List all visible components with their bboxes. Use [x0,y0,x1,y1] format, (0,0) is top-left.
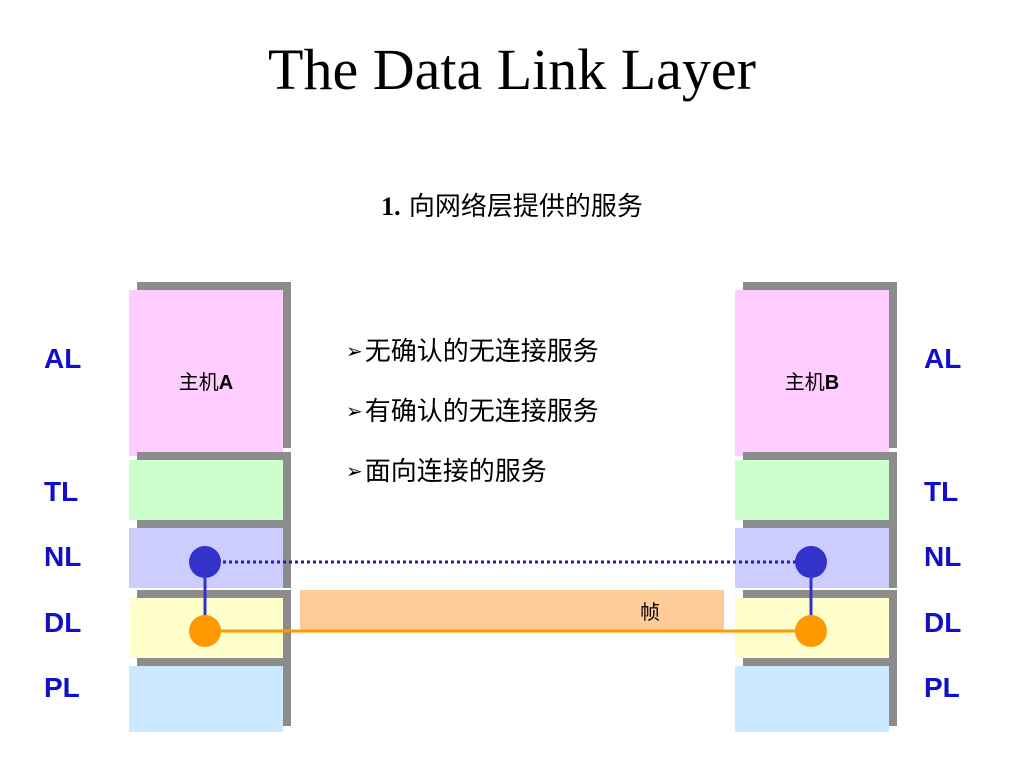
right-label-nl: NL [924,541,962,572]
host-b-letter: B [824,372,840,394]
host-a-prefix: 主机 [178,370,219,394]
service-item-unacknowledged-connectionless: ➢无确认的无连接服务 [346,332,599,392]
host-a-stack [129,282,291,732]
host-b-physical-layer [735,666,889,732]
bullet-arrow-icon: ➢ [346,339,363,363]
left-label-nl: NL [44,541,82,572]
section-number: 1. [381,192,401,221]
host-b-dl-node [795,615,827,647]
left-label-al: AL [44,343,82,374]
section-heading: 1. 向网络层提供的服务 [0,186,1024,223]
host-b-nl-node [795,546,827,578]
left-label-pl: PL [44,672,80,703]
section-title: 向网络层提供的服务 [400,192,643,222]
bullet-arrow-icon: ➢ [346,399,363,423]
host-b-label: 主机B [735,366,889,395]
host-a-letter: A [218,372,234,394]
host-b-application-layer [735,290,889,456]
right-label-tl: TL [924,476,959,507]
right-label-al: AL [924,343,962,374]
service-item-label: 有确认的无连接服务 [364,397,599,427]
host-a-application-layer [129,290,283,456]
service-item-connection-oriented: ➢面向连接的服务 [346,452,599,512]
host-a-nl-node [189,546,221,578]
service-item-acknowledged-connectionless: ➢有确认的无连接服务 [346,392,599,452]
service-list: ➢无确认的无连接服务 ➢有确认的无连接服务 ➢面向连接的服务 [346,332,599,512]
host-b-stack [735,282,897,732]
page-title: The Data Link Layer [268,37,756,102]
host-a-label: 主机A [129,366,283,395]
service-item-label: 无确认的无连接服务 [364,337,599,367]
right-label-dl: DL [924,607,962,638]
frame-label: 帧 [640,600,660,624]
host-a-dl-node [189,615,221,647]
host-b-transport-layer [735,460,889,520]
left-label-tl: TL [44,476,79,507]
left-label-dl: DL [44,607,82,638]
frame-bar [300,590,724,632]
host-a-physical-layer [129,666,283,732]
host-a-transport-layer [129,460,283,520]
right-label-pl: PL [924,672,960,703]
host-b-prefix: 主机 [784,370,825,394]
bullet-arrow-icon: ➢ [346,459,363,483]
service-item-label: 面向连接的服务 [364,457,547,487]
